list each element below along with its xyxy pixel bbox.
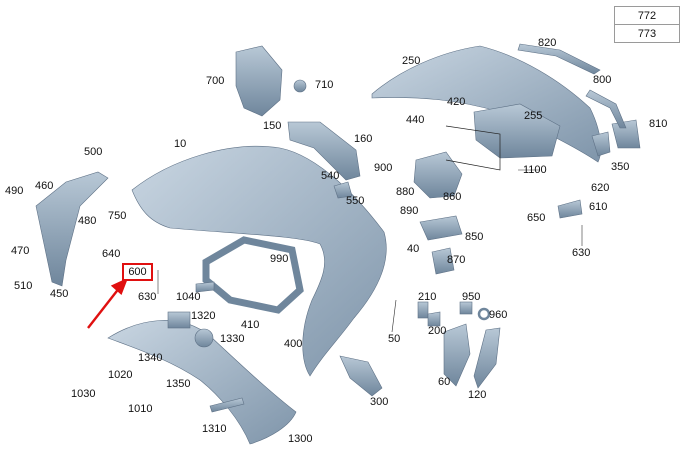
part-label: 810 <box>649 118 668 130</box>
part-label: 10 <box>174 138 187 150</box>
part-200 <box>427 311 441 327</box>
part-label: 510 <box>14 280 33 292</box>
part-label: 710 <box>315 79 334 91</box>
part-label: 950 <box>462 291 481 303</box>
part-label: 850 <box>465 231 484 243</box>
part-label: 460 <box>35 180 54 192</box>
bracket-part-150 <box>287 121 361 181</box>
frame-part-990 <box>202 236 304 314</box>
reference-cell: 773 <box>614 24 680 43</box>
part-label: 1330 <box>220 333 245 345</box>
part-label: 50 <box>388 333 401 345</box>
strip-part-820 <box>517 43 601 75</box>
part-120 <box>473 327 501 389</box>
part-label: 1010 <box>128 403 153 415</box>
part-label: 490 <box>5 185 24 197</box>
part-label: 210 <box>418 291 437 303</box>
reference-table: 772 773 <box>614 6 680 43</box>
part-label: 900 <box>374 162 393 174</box>
highlighted-part-label[interactable]: 600 <box>122 263 153 281</box>
part-label: 480 <box>78 215 97 227</box>
part-label: 640 <box>102 248 121 260</box>
part-label: 800 <box>593 74 612 86</box>
part-label: 960 <box>489 309 508 321</box>
lower-trim-part-1300 <box>107 320 297 445</box>
part-label: 1320 <box>191 310 216 322</box>
part-label: 500 <box>84 146 103 158</box>
part-1320 <box>167 311 191 329</box>
part-1330 <box>194 328 214 348</box>
part-label: 410 <box>241 319 260 331</box>
part-1040 <box>195 281 215 293</box>
part-label: 150 <box>263 120 282 132</box>
part-label: 870 <box>447 254 466 266</box>
part-label: 610 <box>589 201 608 213</box>
part-label: 440 <box>406 114 425 126</box>
part-label: 860 <box>443 191 462 203</box>
part-label: 990 <box>270 253 289 265</box>
part-60 <box>443 323 471 387</box>
part-610 <box>557 199 583 219</box>
part-label: 350 <box>611 161 630 173</box>
part-950 <box>459 301 473 315</box>
part-label: 650 <box>527 212 546 224</box>
part-label: 300 <box>370 396 389 408</box>
part-label: 1040 <box>176 291 201 303</box>
part-label: 540 <box>321 170 340 182</box>
part-label: 700 <box>206 75 225 87</box>
part-label: 1350 <box>166 378 191 390</box>
part-label: 1030 <box>71 388 96 400</box>
part-label: 630 <box>138 291 157 303</box>
part-label: 890 <box>400 205 419 217</box>
part-label: 420 <box>447 96 466 108</box>
part-label: 400 <box>284 338 303 350</box>
part-label: 60 <box>438 376 451 388</box>
part-label: 1300 <box>288 433 313 445</box>
reference-cell: 772 <box>614 6 680 25</box>
part-350 <box>591 131 611 157</box>
part-label: 550 <box>346 195 365 207</box>
part-870 <box>431 247 455 275</box>
part-540 <box>333 181 353 199</box>
part-1310 <box>209 397 245 413</box>
part-label: 470 <box>11 245 30 257</box>
part-850 <box>419 215 463 241</box>
part-label: 120 <box>468 389 487 401</box>
part-label: 880 <box>396 186 415 198</box>
part-label: 450 <box>50 288 69 300</box>
part-960 <box>477 307 491 321</box>
part-label: 40 <box>407 243 420 255</box>
part-label: 255 <box>524 110 543 122</box>
part-label: 250 <box>402 55 421 67</box>
bracket-part-860 <box>413 151 463 199</box>
part-label: 1310 <box>202 423 227 435</box>
part-label: 1340 <box>138 352 163 364</box>
side-bracket-part-460 <box>35 171 109 287</box>
part-label: 200 <box>428 325 447 337</box>
part-810 <box>611 119 641 149</box>
strip-part-1100 <box>445 125 501 171</box>
bumper-cover-part <box>131 145 387 377</box>
part-label: 630 <box>572 247 591 259</box>
part-210 <box>417 301 429 319</box>
part-label: 820 <box>538 37 557 49</box>
part-300 <box>339 355 383 397</box>
part-710 <box>293 79 307 93</box>
bracket-part-700 <box>235 45 283 117</box>
part-label: 1100 <box>523 164 547 176</box>
diffuser-part-255 <box>473 103 561 159</box>
part-label: 620 <box>591 182 610 194</box>
part-label: 1020 <box>108 369 133 381</box>
part-label: 750 <box>108 210 127 222</box>
part-label: 160 <box>354 133 373 145</box>
strip-part-800 <box>585 89 627 129</box>
